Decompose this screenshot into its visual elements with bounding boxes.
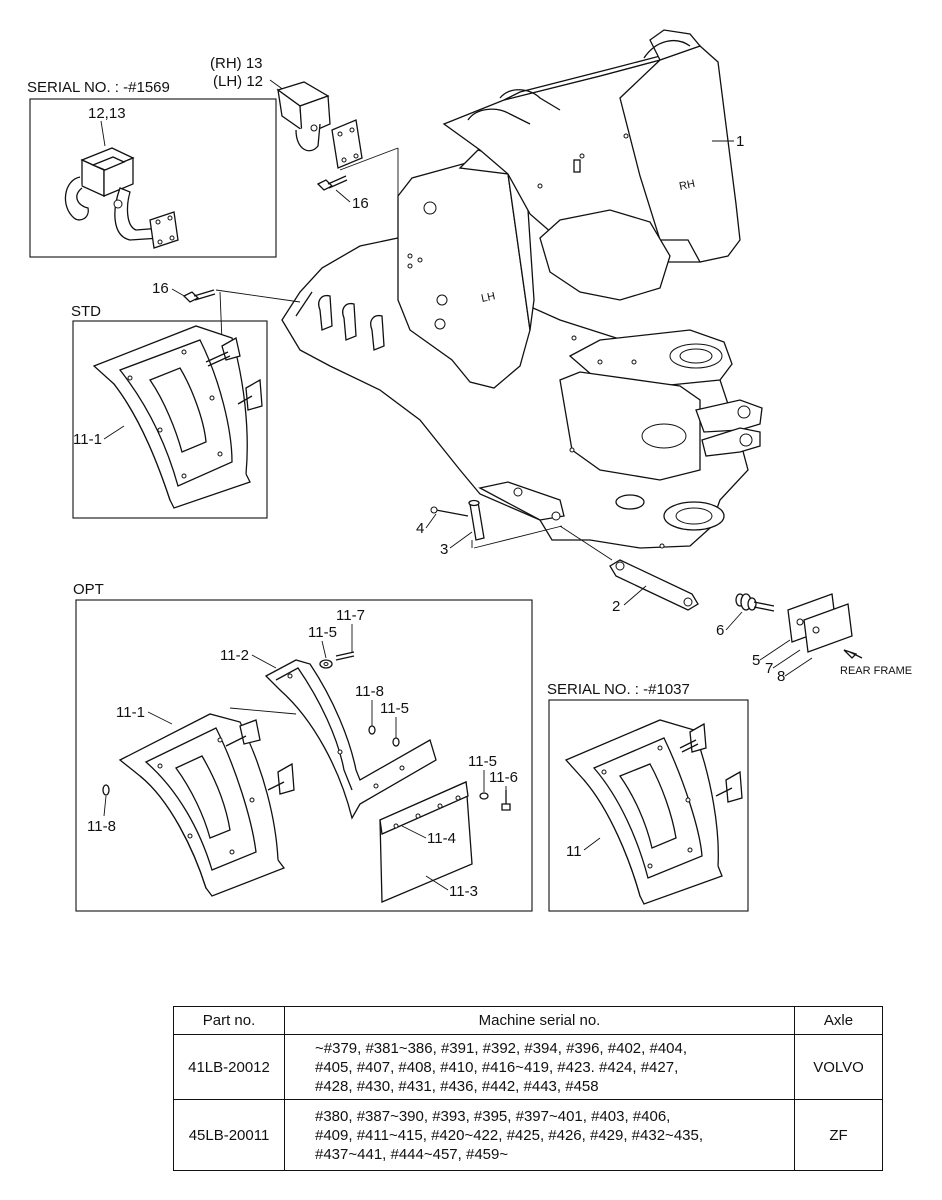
serial-1569-heading: SERIAL NO. : -#1569	[27, 79, 170, 96]
part-no-cell: 45LB-20011	[173, 1099, 285, 1171]
callout-7: 7	[765, 660, 773, 677]
mud-flap-11-3-drawing	[379, 781, 473, 903]
fender-11-drawing	[564, 719, 743, 905]
callout-2: 2	[612, 598, 620, 615]
bolt-16-lower-drawing	[182, 289, 216, 303]
opt-heading: OPT	[73, 581, 104, 598]
callout-3: 3	[440, 541, 448, 558]
rear-frame-arrow	[843, 649, 863, 659]
callout-5: 5	[752, 652, 760, 669]
serial-line: #437~441, #444~457, #459~	[315, 1145, 509, 1163]
rear-frame-label: REAR FRAME	[840, 665, 912, 677]
callout-rh-13: (RH) 13	[210, 55, 263, 72]
callout-12-13-inset: 12,13	[88, 105, 126, 122]
serial-line: #428, #430, #431, #436, #442, #443, #458	[315, 1077, 599, 1095]
callout-16-upper: 16	[352, 195, 369, 212]
part-no-cell: 41LB-20012	[173, 1034, 285, 1100]
main-frame-drawing: LH RH	[281, 29, 763, 549]
std-fender-drawing	[92, 325, 263, 509]
serial-line: #409, #411~415, #420~422, #425, #426, #4…	[315, 1126, 704, 1144]
callout-11: 11	[566, 843, 582, 860]
callout-11-8-b: 11-8	[87, 818, 116, 835]
callout-11-1-std: 11-1	[73, 431, 102, 448]
callout-4: 4	[416, 520, 424, 537]
pin-3-4-drawing	[430, 499, 485, 541]
callout-11-8-a: 11-8	[355, 683, 384, 700]
callout-8: 8	[777, 668, 785, 685]
serial-cell: #380, #387~390, #393, #395, #397~401, #4…	[284, 1099, 795, 1171]
table-header-row: Part no. Machine serial no. Axle	[173, 1006, 883, 1035]
callout-11-7: 11-7	[336, 607, 365, 624]
opt-fender-drawing	[102, 713, 295, 897]
hook-bracket-12-13-drawing	[276, 81, 363, 169]
serial-line: #405, #407, #408, #410, #416~419, #423. …	[315, 1058, 679, 1076]
header-part-no: Part no.	[173, 1006, 285, 1035]
callout-11-2: 11-2	[220, 647, 249, 664]
rh-mark: RH	[678, 178, 696, 193]
callout-11-3: 11-3	[449, 883, 478, 900]
axle-cell: ZF	[794, 1099, 883, 1171]
hook-bracket-inset-drawing	[64, 147, 179, 249]
table-row: 41LB-20012 ~#379, #381~386, #391, #392, …	[173, 1034, 883, 1100]
std-box	[72, 320, 268, 519]
std-heading: STD	[71, 303, 101, 320]
serial-line: ~#379, #381~386, #391, #392, #394, #396,…	[315, 1039, 688, 1057]
table-row: 45LB-20011 #380, #387~390, #393, #395, #…	[173, 1099, 883, 1171]
callout-11-5-c: 11-5	[468, 753, 497, 770]
link-2-drawing	[609, 559, 699, 611]
washers-shims-5-8-drawing	[735, 593, 853, 653]
opt-extension-11-2-drawing	[264, 659, 437, 820]
bolt-16-upper-drawing	[316, 175, 348, 191]
serial-cell: ~#379, #381~386, #391, #392, #394, #396,…	[284, 1034, 795, 1100]
callout-6: 6	[716, 622, 724, 639]
serial-1037-box	[548, 699, 749, 912]
callout-11-5-a: 11-5	[308, 624, 337, 641]
callout-11-4: 11-4	[427, 830, 456, 847]
header-axle: Axle	[794, 1006, 883, 1035]
lh-mark: LH	[480, 290, 496, 305]
axle-cell: VOLVO	[794, 1034, 883, 1100]
callout-lh-12: (LH) 12	[213, 73, 263, 90]
serial-1037-heading: SERIAL NO. : -#1037	[547, 681, 690, 698]
callout-16-lower: 16	[152, 280, 169, 297]
serial-1569-box	[29, 98, 277, 258]
header-machine-serial: Machine serial no.	[284, 1006, 795, 1035]
part-serial-table: Part no. Machine serial no. Axle 41LB-20…	[173, 1006, 883, 1171]
opt-box	[75, 599, 533, 912]
serial-line: #380, #387~390, #393, #395, #397~401, #4…	[315, 1107, 671, 1125]
callout-11-1-opt: 11-1	[116, 704, 145, 721]
callout-1: 1	[736, 133, 744, 150]
callout-11-5-b: 11-5	[380, 700, 409, 717]
callout-11-6: 11-6	[489, 769, 518, 786]
